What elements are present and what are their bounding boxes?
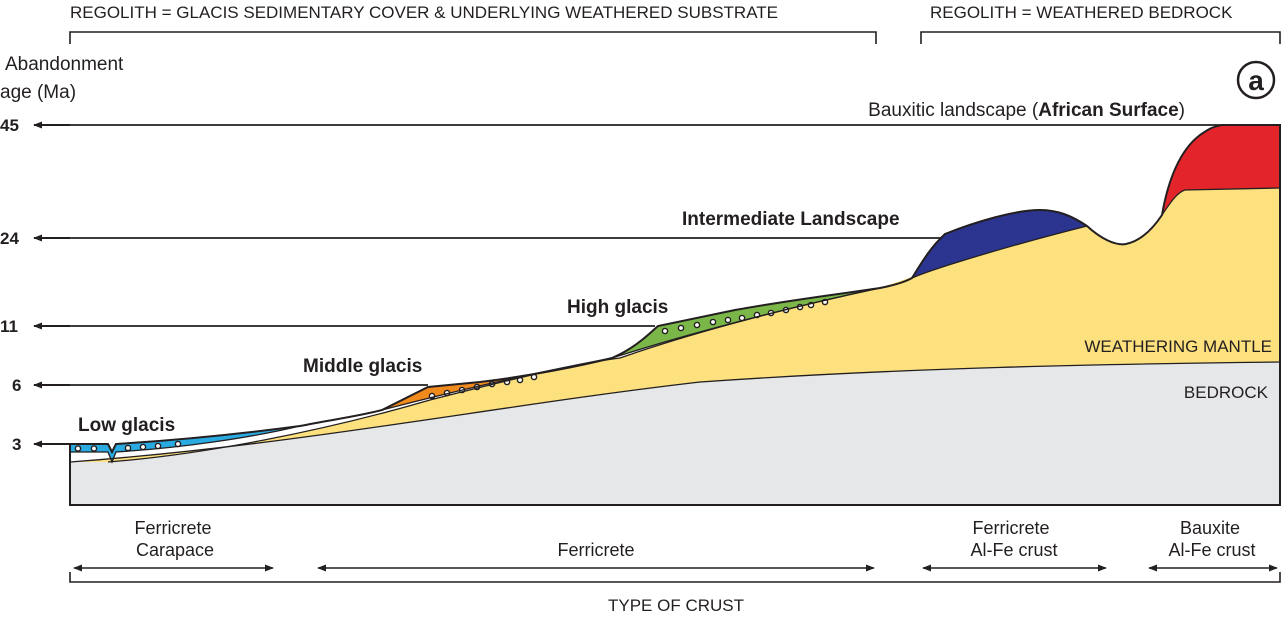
low-glacis-label: Low glacis [78, 415, 175, 436]
age-tick: 11 [0, 317, 18, 336]
weathering-mantle-label: WEATHERING MANTLE [1084, 337, 1272, 356]
crust-label-line1: Ferricrete [134, 518, 211, 538]
bauxitic-label-prefix: Bauxitic landscape ( [868, 100, 1039, 121]
regolith-left-bracket [69, 31, 877, 44]
panel-label: a [1248, 65, 1264, 96]
y-axis-title-line2: age (Ma) [0, 82, 76, 103]
bedrock-layer [70, 362, 1280, 505]
bauxite-crust [1162, 125, 1280, 215]
layer-boundaries [69, 187, 1281, 464]
age-arrows [33, 121, 70, 448]
regolith-left-label: REGOLITH = GLACIS SEDIMENTARY COVER & UN… [70, 3, 778, 22]
low-glacis-crust [70, 426, 300, 462]
bauxitic-label-suffix: ) [1179, 100, 1185, 121]
age-lines [70, 124, 1222, 445]
high-glacis-label: High glacis [567, 297, 668, 318]
crust-type-labels: Ferricrete Carapace Ferricrete Ferricret… [134, 518, 1255, 560]
age-tick: 24 [0, 229, 19, 248]
crust-label-line1: Ferricrete [972, 518, 1049, 538]
bedrock-label: BEDROCK [1184, 383, 1269, 402]
regolith-right-bracket [920, 31, 1281, 44]
regolith-right-label: REGOLITH = WEATHERED BEDROCK [930, 3, 1233, 22]
intermediate-landscape-label: Intermediate Landscape [682, 209, 900, 230]
intermediate-landscape-crust [912, 210, 1087, 278]
crust-label-line2: Carapace [136, 540, 214, 560]
type-of-crust-label: TYPE OF CRUST [608, 596, 744, 615]
type-of-crust-bracket [69, 572, 1281, 583]
age-tick: 3 [12, 435, 21, 454]
crust-label-line2: Al-Fe crust [970, 540, 1057, 560]
topography-outline [69, 124, 1281, 506]
crust-label-line2: Ferricrete [557, 540, 634, 560]
crust-label-line2: Al-Fe crust [1168, 540, 1255, 560]
crust-label-line1: Bauxite [1180, 518, 1240, 538]
middle-glacis-label: Middle glacis [303, 356, 422, 377]
y-axis-title-line1: Abandonment [5, 54, 124, 75]
age-tick: 6 [12, 376, 21, 395]
bauxitic-landscape-label: Bauxitic landscape (African Surface) [868, 100, 1185, 121]
panel-label-circle [1236, 60, 1276, 100]
bauxitic-label-bold: African Surface [1038, 100, 1178, 121]
age-tick: 45 [0, 116, 19, 135]
